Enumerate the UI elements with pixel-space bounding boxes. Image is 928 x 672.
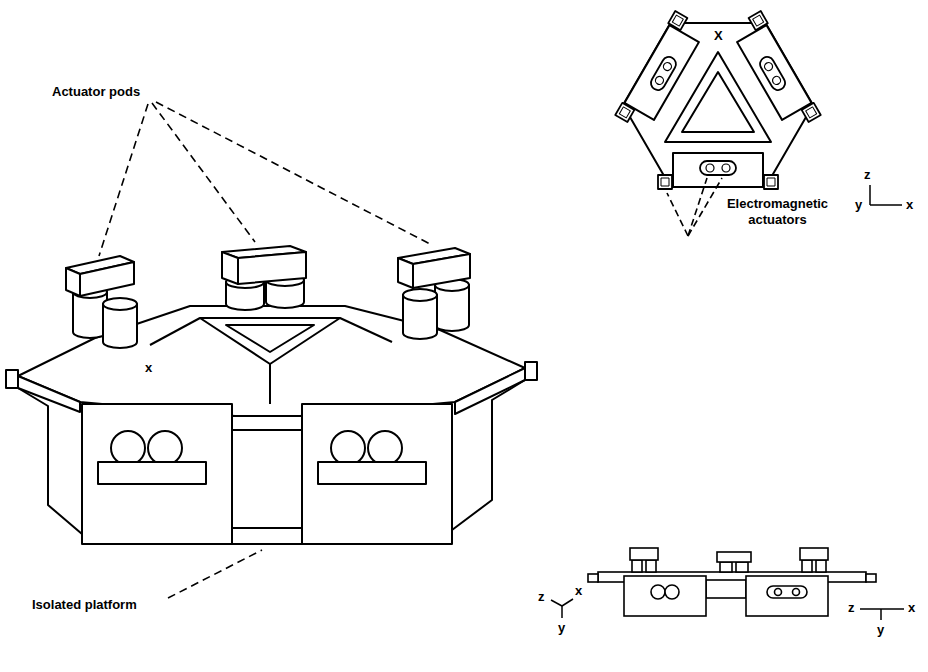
leader-line bbox=[688, 178, 722, 236]
top-view bbox=[730, 11, 821, 133]
top-view bbox=[730, 11, 821, 133]
inner-frame bbox=[682, 72, 754, 132]
axis-triad bbox=[551, 600, 562, 606]
axis-label: z bbox=[864, 167, 871, 183]
reference-mark: x bbox=[143, 360, 154, 376]
actuator-coil bbox=[793, 589, 800, 596]
axis-triad bbox=[870, 185, 902, 205]
actuator-module bbox=[302, 404, 452, 544]
actuator-module bbox=[746, 576, 828, 616]
front-view bbox=[588, 548, 876, 616]
ring-front bbox=[232, 416, 302, 430]
actuator-coil bbox=[665, 585, 679, 599]
axis-triad bbox=[860, 608, 904, 610]
pod-cylinder bbox=[736, 562, 748, 572]
leader-line bbox=[99, 104, 148, 256]
pod-box bbox=[66, 268, 80, 296]
side-knob bbox=[6, 370, 18, 388]
pod-cylinder bbox=[103, 298, 137, 310]
actuator-coil bbox=[651, 585, 665, 599]
inner-frame bbox=[226, 325, 314, 352]
axis-triad bbox=[860, 609, 904, 620]
axis-triad bbox=[551, 599, 573, 618]
pod-box bbox=[800, 548, 828, 560]
actuator-coil bbox=[331, 431, 365, 465]
side-knob bbox=[588, 574, 598, 582]
side-knob bbox=[525, 362, 537, 380]
pod-box bbox=[222, 252, 238, 284]
axis-label: x bbox=[906, 197, 913, 213]
isometric-view bbox=[6, 246, 537, 544]
support-leg bbox=[452, 380, 525, 530]
leader-line bbox=[667, 193, 688, 236]
support-leg bbox=[18, 388, 82, 534]
pod-cylinder bbox=[403, 289, 437, 301]
pod-box bbox=[238, 252, 306, 284]
axis-label: y bbox=[558, 620, 565, 636]
axis-label: z bbox=[538, 589, 545, 605]
pod-box bbox=[717, 552, 751, 562]
actuator-magnet bbox=[98, 462, 206, 484]
leader-line bbox=[152, 103, 255, 242]
leader-line bbox=[168, 550, 262, 598]
pod-cylinder bbox=[646, 560, 656, 572]
axis-label: z bbox=[848, 600, 855, 616]
actuator-module bbox=[624, 576, 706, 616]
axis-triad bbox=[562, 599, 573, 606]
leader-line bbox=[99, 102, 430, 598]
pod-box bbox=[80, 262, 134, 296]
callout-label: Electromagnetic actuators bbox=[715, 196, 840, 228]
actuator-coil bbox=[368, 431, 402, 465]
actuator-magnet bbox=[767, 586, 807, 598]
axis-triad bbox=[880, 609, 882, 620]
frame-spoke bbox=[340, 318, 392, 342]
inner-frame bbox=[200, 318, 340, 364]
actuator-coil bbox=[111, 431, 145, 465]
pod-cylinder bbox=[802, 560, 812, 572]
pod-cylinder bbox=[816, 560, 826, 572]
ring-edge bbox=[455, 368, 525, 414]
actuator-coil bbox=[775, 589, 782, 596]
top-view bbox=[615, 11, 706, 133]
pod-box bbox=[413, 254, 470, 288]
axis-triad bbox=[870, 204, 902, 206]
pod-box bbox=[398, 258, 413, 288]
pod-box bbox=[630, 548, 658, 560]
axis-label: y bbox=[877, 622, 884, 638]
actuator-module bbox=[82, 404, 232, 544]
leader-line bbox=[156, 102, 430, 244]
isolated-platform bbox=[706, 580, 746, 598]
callout-label: Isolated platform bbox=[32, 597, 137, 613]
callout-label: Actuator pods bbox=[52, 84, 140, 100]
axis-label: y bbox=[855, 197, 862, 213]
actuator-coil bbox=[148, 431, 182, 465]
axis-label: x bbox=[908, 600, 915, 616]
actuator-magnet bbox=[318, 462, 426, 484]
pod-cylinder bbox=[632, 560, 642, 572]
top-view bbox=[615, 11, 820, 189]
frame-spoke bbox=[150, 318, 200, 345]
top-view bbox=[615, 11, 706, 133]
leader-line bbox=[667, 178, 722, 236]
frame-spoke bbox=[269, 364, 271, 404]
axis-triad bbox=[869, 185, 871, 205]
pod-cylinder bbox=[720, 562, 732, 572]
side-knob bbox=[866, 574, 876, 582]
axis-triad bbox=[561, 606, 563, 618]
axis-label: x bbox=[575, 583, 582, 599]
reference-mark: X bbox=[712, 28, 725, 44]
isolated-platform bbox=[232, 528, 302, 544]
